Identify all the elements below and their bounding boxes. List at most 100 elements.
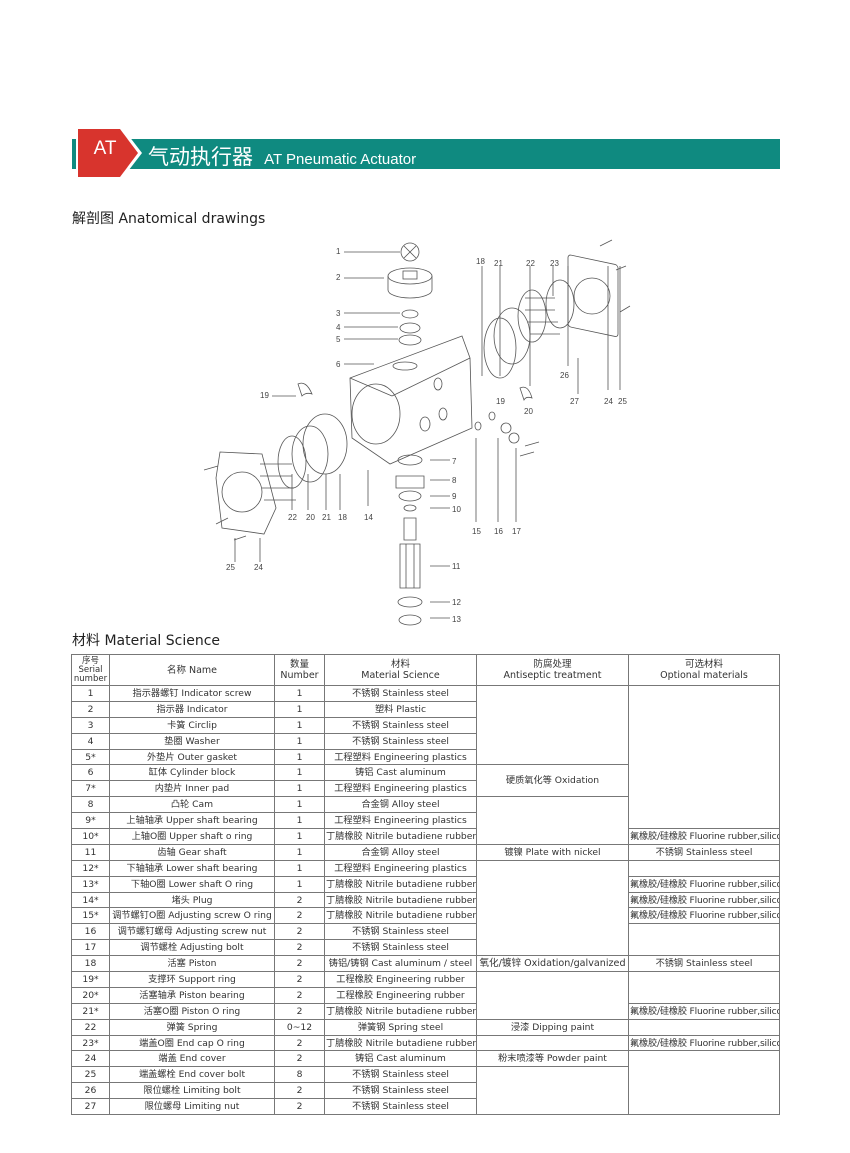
callout-16: 16 [494,527,503,536]
cell-material: 不锈钢 Stainless steel [324,1066,477,1084]
cell-material: 丁腈橡胶 Nitrile butadiene rubber [324,1002,477,1020]
cell-optional-empty [628,971,780,1004]
callout-26: 26 [560,371,569,380]
cell-no: 18 [71,955,110,973]
cell-no: 20* [71,986,110,1004]
cell-material: 不锈钢 Stainless steel [324,1098,477,1116]
cell-no: 23* [71,1034,110,1052]
cell-optional-empty [628,1018,780,1036]
col-name-en: Name [189,664,218,676]
cell-no: 8 [71,796,110,814]
callout-20: 20 [524,407,533,416]
cell-no: 14* [71,891,110,909]
cell-name: 活塞 Piston [109,955,275,973]
callout-11: 11 [452,562,461,571]
cell-qty: 2 [274,907,325,925]
cell-no: 5* [71,748,110,766]
cell-material: 不锈钢 Stainless steel [324,732,477,750]
cell-qty: 1 [274,732,325,750]
cell-qty: 2 [274,1082,325,1100]
gear-shaft-shape [399,543,421,589]
cell-qty: 2 [274,923,325,941]
cell-no: 3 [71,716,110,734]
cell-qty: 1 [274,716,325,734]
cell-optional-empty [628,1050,780,1116]
cell-qty: 2 [274,955,325,973]
callout-20-left: 20 [306,513,315,522]
cell-name: 支撑环 Support ring [109,971,275,988]
cell-name: 内垫片 Inner pad [109,780,275,798]
cell-name: 限位螺母 Limiting nut [109,1098,275,1116]
callout-13: 13 [452,615,461,624]
right-end-cap-shape [567,254,619,337]
cell-qty: 1 [274,859,325,877]
cell-name: 指示器螺钉 Indicator screw [109,685,275,702]
col-name: 名称 Name [109,654,275,686]
callout-24: 24 [604,397,613,406]
cell-qty: 2 [274,891,325,909]
cell-treatment-powder: 粉末喷漆等 Powder paint [476,1050,629,1068]
cell-material: 丁腈橡胶 Nitrile butadiene rubber [324,1034,477,1052]
cell-no: 7* [71,780,110,798]
indicator-shape [387,267,433,285]
cell-name: 下轴O圈 Lower shaft O ring [109,875,275,893]
cell-no: 26 [71,1082,110,1100]
cell-no: 6 [71,764,110,782]
callout-18-left: 18 [338,513,347,522]
col-serial: 序号 Serial number [71,654,110,686]
callout-3: 3 [336,309,341,318]
cell-qty: 1 [274,780,325,798]
callout-22-left: 22 [288,513,297,522]
cell-no: 21* [71,1002,110,1020]
col-name-zh: 名称 [166,664,186,676]
col-number-zh: 数量 [289,659,309,670]
exploded-view-drawing: 1 2 3 4 5 6 7 8 9 10 11 12 13 14 15 16 1… [203,239,631,626]
cell-material: 不锈钢 Stainless steel [324,939,477,957]
cell-name: 卡簧 Circlip [109,716,275,734]
cell-material: 丁腈橡胶 Nitrile butadiene rubber [324,875,477,893]
cell-no: 13* [71,875,110,893]
cell-no: 27 [71,1098,110,1116]
cell-material: 工程塑料 Engineering plastics [324,812,477,830]
cell-name: 堵头 Plug [109,891,275,909]
cell-no: 10* [71,828,110,845]
callout-14: 14 [364,513,373,522]
col-material-zh: 材料 [390,659,410,670]
cell-treatment-dipping: 浸漆 Dipping paint [476,1018,629,1036]
cell-material: 不锈钢 Stainless steel [324,716,477,734]
cell-name: 缸体 Cylinder block [109,764,275,782]
cell-name: 指示器 Indicator [109,700,275,718]
cell-no: 25 [71,1066,110,1084]
callout-19-left: 19 [260,391,269,400]
cell-no: 4 [71,732,110,750]
cell-material: 工程塑料 Engineering plastics [324,859,477,877]
callout-24-left: 24 [254,563,263,572]
cell-qty: 1 [274,748,325,766]
callout-21-left: 21 [322,513,331,522]
cell-qty: 1 [274,875,325,893]
cell-treatment-empty [476,971,629,1020]
at-badge: AT [76,127,146,179]
cell-treatment-empty [476,684,629,766]
cell-treatment-galvanized: 氧化/镀锌 Oxidation/galvanized [476,955,629,973]
cell-material: 丁腈橡胶 Nitrile butadiene rubber [324,828,477,845]
cell-name: 外垫片 Outer gasket [109,748,275,766]
callout-22: 22 [526,259,535,268]
cell-material: 铸铝 Cast aluminum [324,1050,477,1068]
col-treatment-en: Antiseptic treatment [503,670,602,681]
cell-material: 合金钢 Alloy steel [324,796,477,814]
